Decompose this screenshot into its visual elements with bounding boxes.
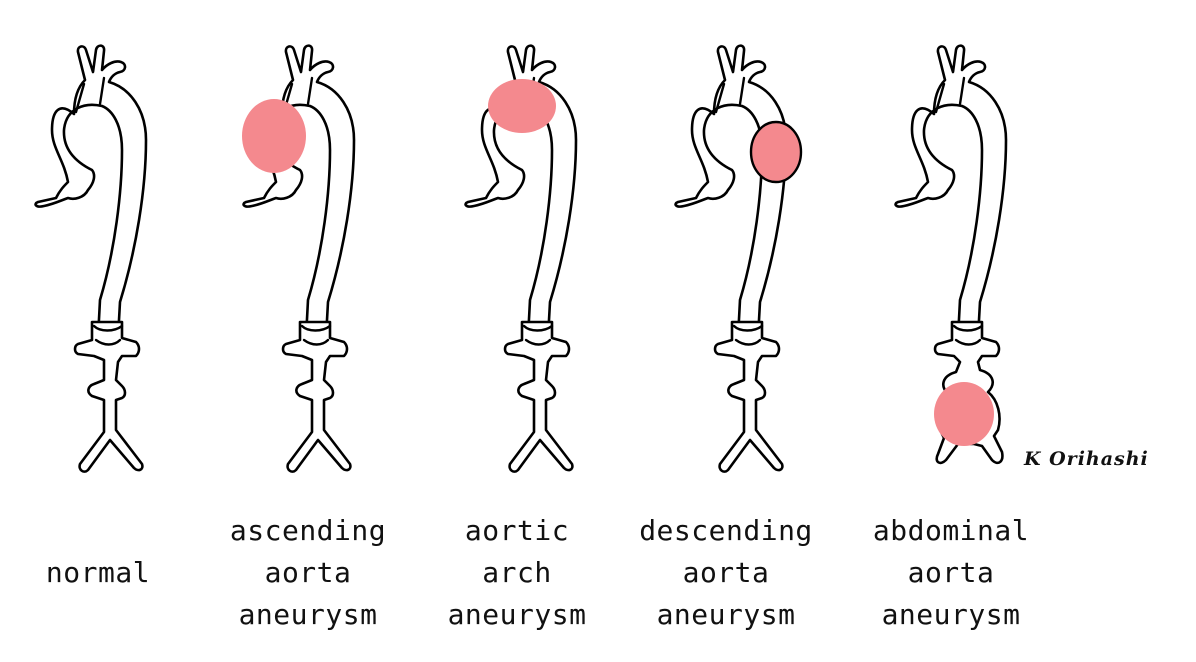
caption-normal-line-1: normal xyxy=(0,552,208,594)
aorta-figure-ascending xyxy=(238,40,388,480)
caption-descending-line-3: aneurysm xyxy=(616,594,836,636)
thoracic-aorta xyxy=(896,46,1006,338)
aneurysm-bulge-descending xyxy=(751,122,801,182)
caption-ascending-line-1: ascending xyxy=(198,510,418,552)
caption-arch-line-2: arch xyxy=(407,552,627,594)
aneurysm-bulge-arch xyxy=(488,79,556,133)
aorta-figure-abdominal xyxy=(890,40,1040,480)
aorta-figure-normal xyxy=(30,40,180,480)
caption-abdominal-line-3: aneurysm xyxy=(841,594,1061,636)
aorta-figure-arch xyxy=(460,40,610,480)
caption-descending-line-2: aorta xyxy=(616,552,836,594)
aorta-figure-descending xyxy=(670,40,820,480)
aneurysm-bulge-abdominal xyxy=(934,382,994,446)
caption-abdominal-line-2: aorta xyxy=(841,552,1061,594)
thoracic-aorta xyxy=(676,46,786,338)
caption-descending-line-1: descending xyxy=(616,510,836,552)
thoracic-aorta xyxy=(244,46,354,338)
caption-ascending-line-3: aneurysm xyxy=(198,594,418,636)
author-signature: K Orihashi xyxy=(1024,448,1149,470)
caption-arch-line-3: aneurysm xyxy=(407,594,627,636)
caption-abdominal-line-1: abdominal xyxy=(841,510,1061,552)
aneurysm-bulge-ascending xyxy=(242,99,306,173)
caption-ascending-line-2: aorta xyxy=(198,552,418,594)
caption-arch-line-1: aortic xyxy=(407,510,627,552)
thoracic-aorta xyxy=(36,46,146,338)
